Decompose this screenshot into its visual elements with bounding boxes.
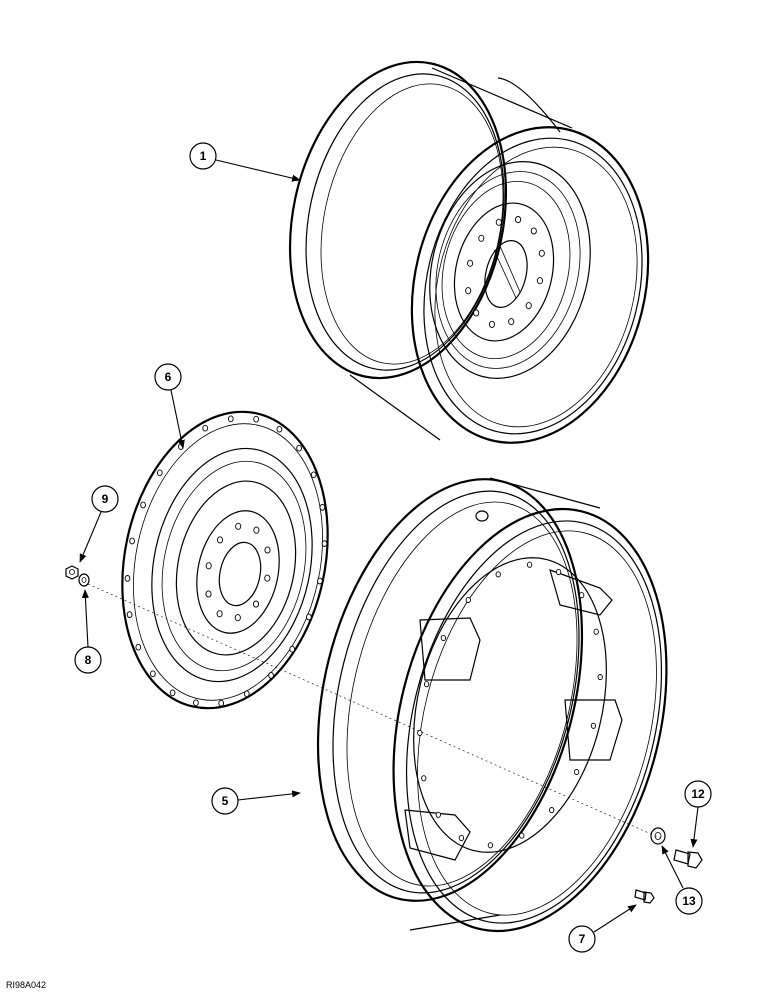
bolt-hole (573, 768, 580, 776)
bolt-hole (590, 722, 597, 729)
callout-5: 5 (211, 787, 301, 815)
nut (65, 565, 79, 580)
svg-text:8: 8 (85, 653, 92, 667)
bolt-hole (597, 674, 603, 681)
bolt-hole (515, 216, 522, 224)
bolt-hole (218, 699, 225, 707)
bolt-hole (525, 302, 532, 310)
bolt-hole (205, 590, 212, 598)
bolt-hole (478, 234, 485, 242)
svg-text:9: 9 (102, 492, 109, 506)
bolt-hole (530, 227, 537, 235)
bolt-hole (306, 613, 312, 621)
bolt-hole (227, 415, 234, 423)
bolt-hole (276, 425, 283, 433)
bolt-hole (310, 471, 317, 479)
bolt-hole (129, 537, 135, 545)
bolt-hole (202, 424, 209, 432)
washer-large (650, 827, 666, 845)
svg-text:5: 5 (222, 794, 229, 808)
bolt-hole (417, 729, 423, 736)
bolt-hole (193, 699, 199, 707)
bolt-hole (126, 611, 133, 618)
bolt-hole (124, 575, 131, 582)
callout-1: 1 (189, 142, 301, 182)
bolt-hole (317, 577, 323, 585)
bolt-hole (538, 249, 545, 257)
assembly-centerline (87, 583, 661, 839)
callout-9: 9 (79, 485, 119, 563)
svg-text:6: 6 (165, 370, 172, 384)
bolt-hole (150, 670, 156, 678)
bolt-hole (435, 811, 441, 818)
bolt-hole (465, 596, 471, 603)
small-bolt (634, 889, 655, 904)
bolt-hole (549, 807, 555, 814)
bolt-hole (234, 614, 241, 622)
bolt-hole (495, 571, 501, 578)
bolt-hole (579, 592, 585, 599)
bolt-hole (593, 628, 599, 635)
bolt-hole (458, 834, 465, 842)
svg-text:1: 1 (200, 149, 207, 163)
bolt-hole (508, 318, 515, 326)
wheel-rim-assembly (288, 60, 650, 444)
bolt-hole (321, 540, 328, 547)
callout-6: 6 (154, 363, 185, 449)
callout-13: 13 (661, 845, 703, 915)
callout-7: 7 (568, 904, 637, 953)
bolt-hole (488, 320, 495, 328)
wheel-rim-with-lugs (316, 477, 668, 933)
bolt-hole (421, 775, 427, 782)
bolt-hole (268, 672, 274, 679)
bolt-hole (156, 469, 163, 477)
svg-text:13: 13 (682, 894, 696, 908)
bolt-hole (235, 522, 242, 530)
bolt-hole (319, 504, 326, 511)
bolt-hole (253, 526, 260, 534)
bolt-hole (473, 309, 480, 317)
wheel-center-disc (121, 410, 329, 710)
bolt-hole (264, 546, 271, 554)
washer (78, 573, 90, 587)
bolt-hole (465, 287, 472, 295)
bolt-hole (296, 444, 302, 452)
bolt-hole (423, 681, 430, 688)
bolt-hole (487, 842, 494, 849)
callout-12: 12 (684, 780, 712, 848)
svg-text:7: 7 (579, 932, 586, 946)
bolt-hole (253, 415, 259, 423)
bolt-hole (169, 689, 176, 697)
svg-text:12: 12 (691, 787, 705, 801)
bolt-hole (205, 562, 212, 570)
bolt-hole (243, 690, 250, 698)
bolt-hole (526, 561, 533, 568)
bolt-hole (216, 536, 224, 544)
drawing-reference: RI98A042 (6, 980, 46, 990)
bolt-hole (140, 501, 146, 509)
bolt-hole (289, 645, 296, 653)
bolt-hole (264, 574, 271, 582)
bolt-hole (555, 568, 562, 576)
bolt-hole (135, 643, 142, 651)
callout-8: 8 (74, 589, 102, 674)
bolt-hole (536, 277, 543, 285)
bolt-hole (467, 259, 474, 267)
hex-bolt (673, 849, 703, 869)
bolt-hole (440, 634, 447, 642)
bolt-hole (495, 218, 502, 226)
bolt-hole (216, 610, 223, 618)
bolt-hole (519, 832, 525, 839)
bolt-hole (252, 600, 260, 608)
